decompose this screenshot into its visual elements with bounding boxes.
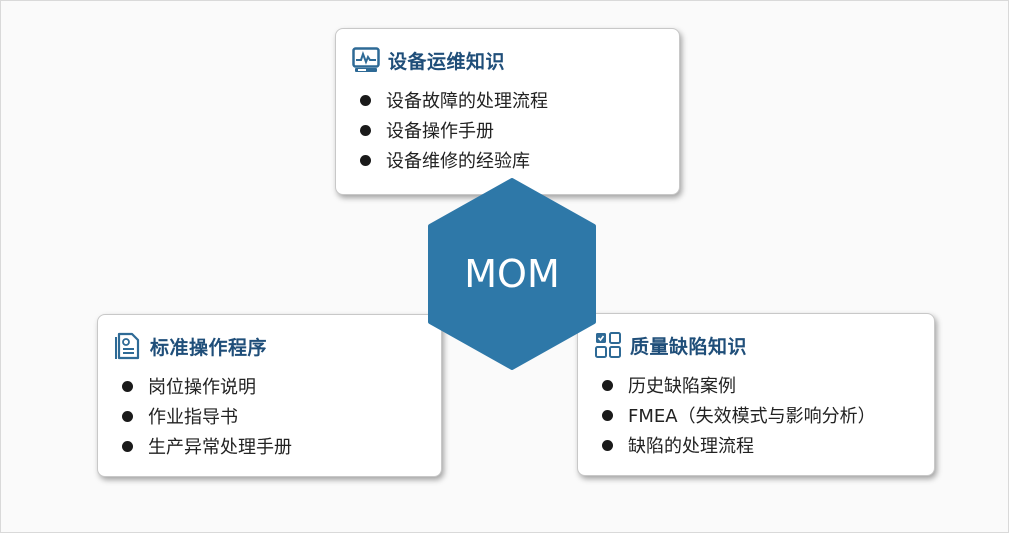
card-title: 标准操作程序 xyxy=(150,336,268,359)
bullet-icon xyxy=(360,154,371,166)
mom-hexagon xyxy=(426,178,598,370)
bullet-icon xyxy=(602,439,613,451)
list-item: 设备故障的处理流程 xyxy=(360,85,548,115)
card-list: 设备故障的处理流程 设备操作手册 设备维修的经验库 xyxy=(360,85,548,175)
equipment-maintenance-card: 设备运维知识 设备故障的处理流程 设备操作手册 设备维修的经验库 xyxy=(335,28,680,195)
bullet-icon xyxy=(122,410,133,422)
bullet-icon xyxy=(602,409,613,421)
card-title: 质量缺陷知识 xyxy=(630,335,748,358)
list-item: 生产异常处理手册 xyxy=(122,431,292,461)
list-item-text: 生产异常处理手册 xyxy=(148,437,292,458)
list-item-text: 设备维修的经验库 xyxy=(386,151,530,172)
list-item: 历史缺陷案例 xyxy=(602,370,876,400)
list-item: 岗位操作说明 xyxy=(122,371,292,401)
list-item: 设备操作手册 xyxy=(360,115,548,145)
mom-label: MOM xyxy=(464,252,560,296)
monitor-chart-icon xyxy=(352,46,380,74)
list-item-text: 设备操作手册 xyxy=(386,121,494,142)
bullet-icon xyxy=(360,94,371,106)
standard-operating-procedure-card: 标准操作程序 岗位操作说明 作业指导书 生产异常处理手册 xyxy=(97,314,442,477)
list-item: FMEA（失效模式与影响分析） xyxy=(602,400,876,430)
list-item-text: 设备故障的处理流程 xyxy=(386,91,548,112)
bullet-icon xyxy=(122,380,133,392)
list-item: 缺陷的处理流程 xyxy=(602,430,876,460)
list-item-text: 岗位操作说明 xyxy=(148,377,256,398)
card-header: 质量缺陷知识 xyxy=(594,330,747,360)
document-icon xyxy=(114,332,142,360)
list-item: 作业指导书 xyxy=(122,401,292,431)
list-item: 设备维修的经验库 xyxy=(360,145,548,175)
card-title: 设备运维知识 xyxy=(388,50,506,73)
list-item-text: FMEA（失效模式与影响分析） xyxy=(628,406,876,427)
list-item-text: 作业指导书 xyxy=(148,407,238,428)
card-list: 岗位操作说明 作业指导书 生产异常处理手册 xyxy=(122,371,292,461)
bullet-icon xyxy=(122,440,133,452)
bullet-icon xyxy=(602,379,613,391)
card-header: 设备运维知识 xyxy=(352,45,505,75)
list-item-text: 缺陷的处理流程 xyxy=(628,436,754,457)
quality-defect-card: 质量缺陷知识 历史缺陷案例 FMEA（失效模式与影响分析） 缺陷的处理流程 xyxy=(577,313,935,476)
list-item-text: 历史缺陷案例 xyxy=(628,376,736,397)
card-list: 历史缺陷案例 FMEA（失效模式与影响分析） 缺陷的处理流程 xyxy=(602,370,876,460)
card-header: 标准操作程序 xyxy=(114,331,267,361)
bullet-icon xyxy=(360,124,371,136)
grid-check-icon xyxy=(594,331,622,359)
